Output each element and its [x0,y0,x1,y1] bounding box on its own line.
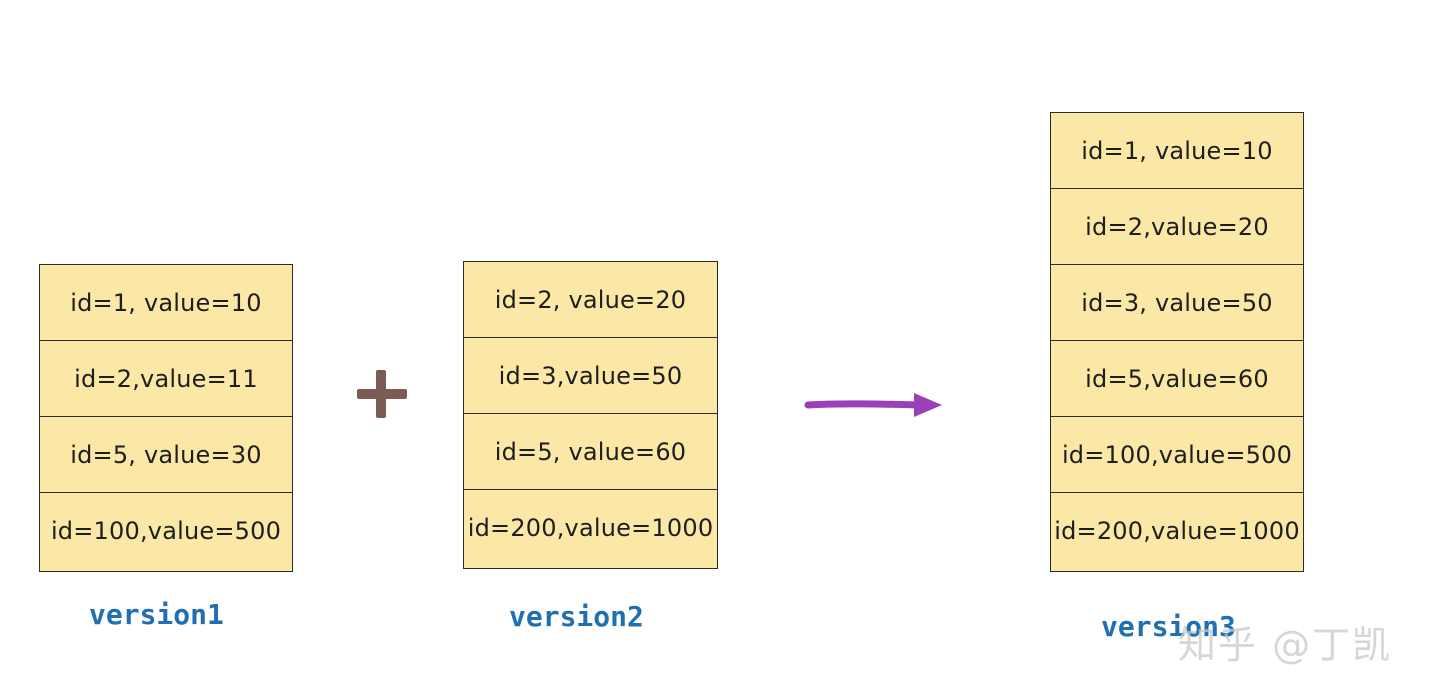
version1-row: id=1, value=10 [40,265,292,341]
version3-row: id=1, value=10 [1051,113,1303,189]
version2-row: id=200,value=1000 [467,514,714,542]
plus-icon [354,366,410,422]
version2-row: id=5, value=60 [464,414,717,490]
version2-label: version2 [509,600,644,633]
version3-row: id=200,value=1000 [1054,517,1300,545]
watermark: 知乎 @丁凯 [1178,623,1393,667]
version3-label: version3 [1101,610,1236,643]
version2-row: id=3,value=50 [464,338,717,414]
version3-row: id=2,value=20 [1051,189,1303,265]
version2-row: id=2, value=20 [464,262,717,338]
version3-row: id=3, value=50 [1051,265,1303,341]
version2-table: id=2, value=20 id=3,value=50 id=5, value… [463,261,718,569]
version1-row: id=100,value=500 [50,517,282,545]
version3-table: id=1, value=10 id=2,value=20 id=3, value… [1050,112,1304,572]
version1-row: id=5, value=30 [40,417,292,493]
version3-row: id=100,value=500 [1051,417,1303,493]
version1-row: id=2,value=11 [40,341,292,417]
version3-row: id=5,value=60 [1051,341,1303,417]
version1-label: version1 [89,598,224,631]
version1-table: id=1, value=10 id=2,value=11 id=5, value… [39,264,293,572]
arrow-right-icon [800,388,950,422]
